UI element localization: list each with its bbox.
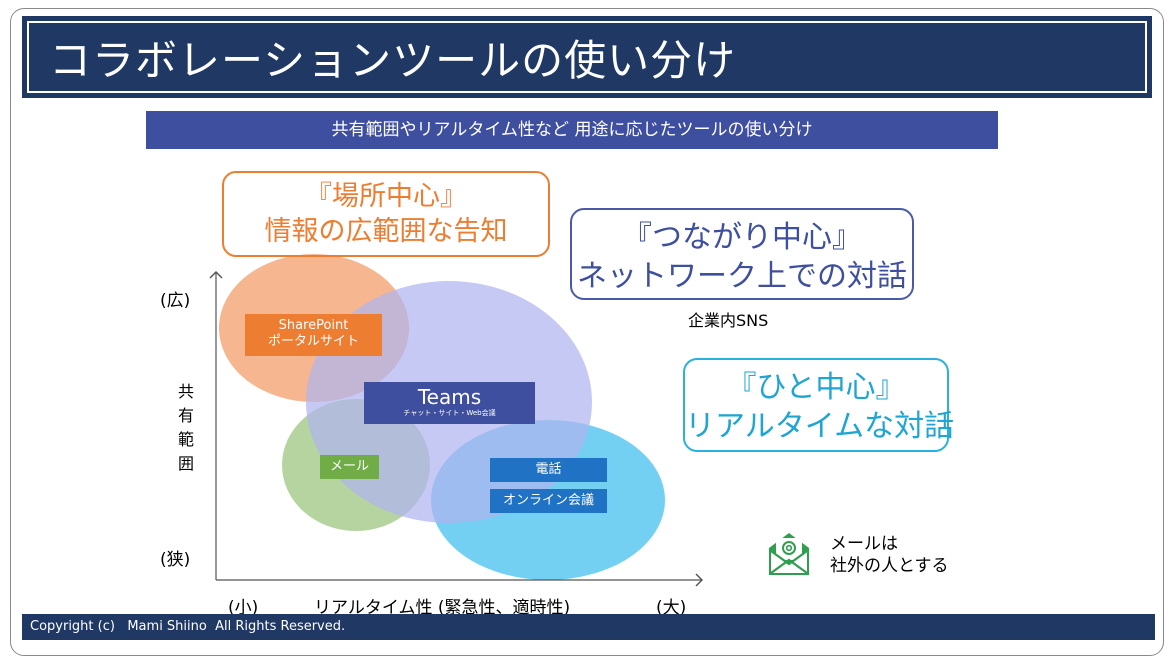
mail-note-line2: 社外の人とする: [830, 556, 949, 576]
mail-note: メールは 社外の人とする: [830, 533, 949, 577]
title-bar: コラボレーションツールの使い分け: [22, 16, 1152, 98]
teams-label-main: Teams: [417, 385, 482, 409]
callout-people-line1: 『ひと中心』: [726, 370, 906, 405]
x-axis-large-label: (大): [656, 598, 687, 618]
teams-label-sub: チャット・サイト・Web会議: [403, 409, 496, 417]
mail-note-line1: メールは: [830, 534, 898, 554]
mail-label: メール: [320, 455, 379, 479]
sns-label: 企業内SNS: [688, 311, 769, 330]
callout-place-line2: 情報の広範囲な告知: [264, 216, 508, 248]
phone-label: 電話: [490, 458, 607, 482]
mail-at-icon: [769, 533, 809, 575]
callout-people-centered: 『ひと中心』 リアルタイムな対話: [683, 358, 955, 452]
online-meeting-label: オンライン会議: [490, 489, 607, 513]
x-axis-small-label: (小): [228, 598, 259, 618]
sharepoint-label-line1: SharePoint: [278, 318, 349, 333]
callout-place-centered: 『場所中心』 情報の広範囲な告知: [222, 171, 550, 257]
sharepoint-label-line2: ポータルサイト: [267, 334, 359, 349]
subtitle-banner: 共有範囲やリアルタイム性など 用途に応じたツールの使い分け: [146, 111, 998, 149]
teams-label: Teams チャット・サイト・Web会議: [364, 382, 535, 424]
callout-place-line1: 『場所中心』: [305, 181, 467, 212]
callout-connect-line1: 『つながり中心』: [622, 220, 862, 255]
callout-connect-line2: ネットワーク上での対話: [577, 259, 907, 294]
callout-connection-centered: 『つながり中心』 ネットワーク上での対話: [570, 208, 914, 300]
y-axis-title: 共有範囲: [177, 382, 194, 473]
callout-people-line2: リアルタイムな対話: [685, 409, 955, 444]
x-axis-title: リアルタイム性 (緊急性、適時性): [314, 598, 571, 618]
page-title: コラボレーションツールの使い分け: [49, 36, 737, 85]
copyright-footer: Copyright (c) Mami Shiino All Rights Res…: [22, 614, 1155, 640]
y-axis-high-label: (広): [160, 291, 191, 311]
sharepoint-label: SharePoint ポータルサイト: [245, 314, 382, 356]
y-axis-low-label: (狭): [160, 550, 191, 570]
